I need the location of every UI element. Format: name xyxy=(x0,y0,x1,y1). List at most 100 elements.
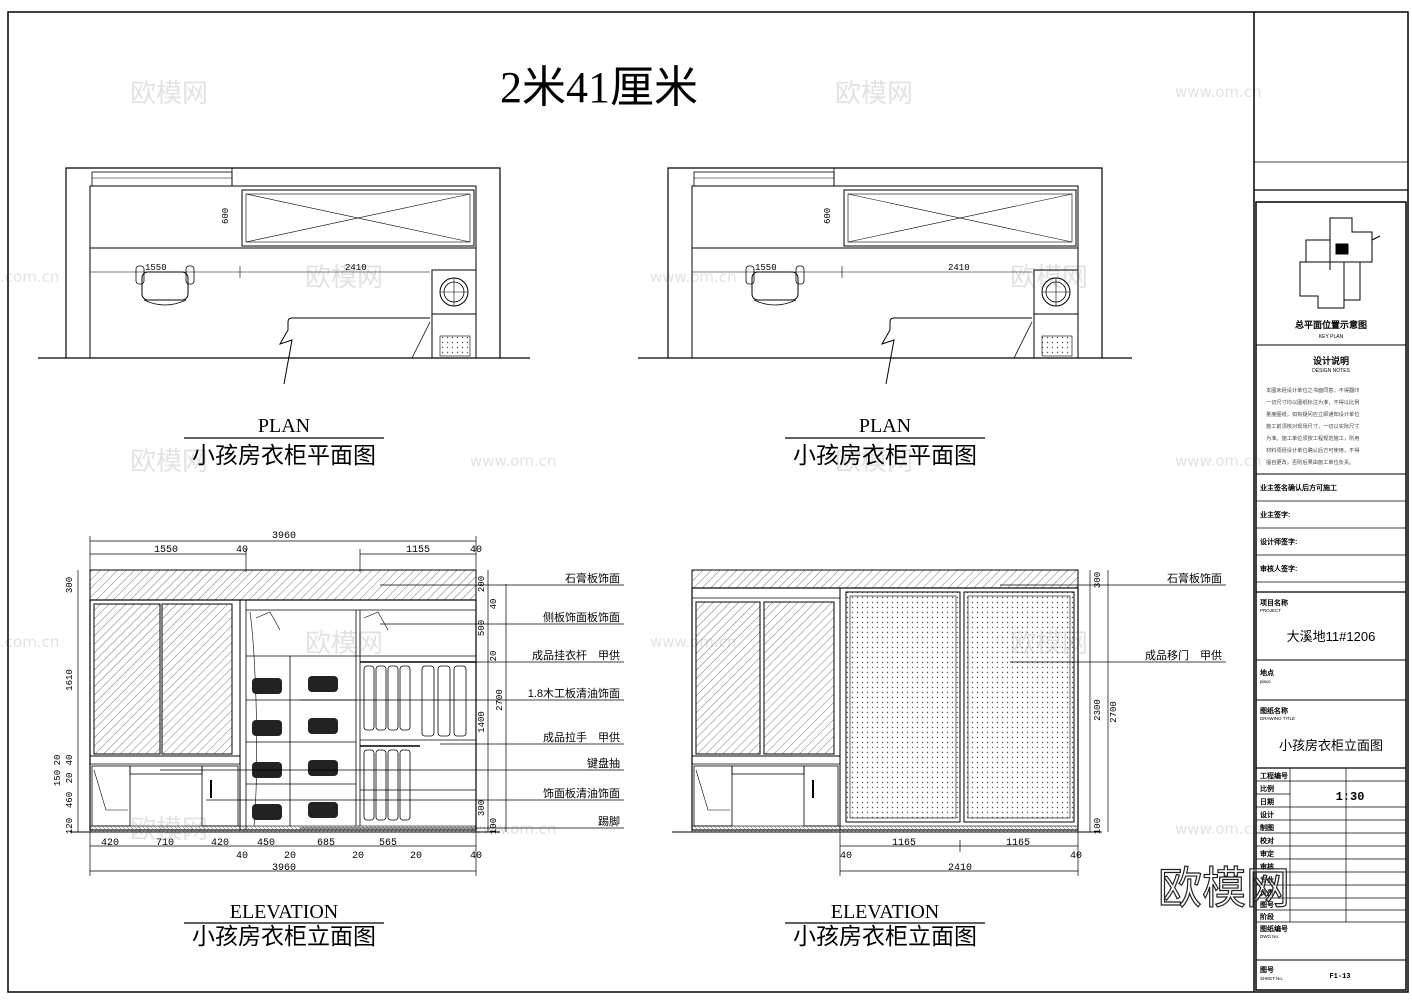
key-plan-icon xyxy=(1299,217,1381,309)
wardrobe-plan xyxy=(241,189,475,247)
washing-machine-icon xyxy=(431,269,477,359)
dim-top: 40 xyxy=(236,545,248,556)
plan-dim-depth: 600 xyxy=(823,208,833,224)
plan-dim-width: 2410 xyxy=(345,263,367,273)
dim-bottom: 710 xyxy=(156,838,174,849)
callout-label: 成品拉手 甲供 xyxy=(543,730,620,744)
plan-dim-depth: 600 xyxy=(221,208,231,224)
cross-line xyxy=(847,193,1073,243)
dim-gap: 20 xyxy=(352,851,364,862)
chair-icon xyxy=(135,265,195,306)
key-plan-caption: 总平面位置示意图 xyxy=(1295,319,1367,330)
dim-right-total: 2700 xyxy=(1109,701,1119,723)
notes-line: 本图未经设计单位之书面同意，不得翻印 xyxy=(1266,386,1359,394)
dim-total-top: 3960 xyxy=(272,531,296,542)
sign-row-label: 业主签字: xyxy=(1260,510,1290,519)
dim-bottom: 1165 xyxy=(892,838,916,849)
sheet-border xyxy=(7,11,1409,993)
plan-title-en: PLAN xyxy=(258,415,310,437)
grid-label: 图号 xyxy=(1260,900,1274,909)
door-panel xyxy=(93,603,161,755)
watermark-logo: 欧模网 xyxy=(130,79,208,109)
dim-inner: 100 xyxy=(489,818,499,834)
wardrobe-plan xyxy=(843,189,1077,247)
dim-bottom: 40 xyxy=(840,851,852,862)
dim-left: 150 xyxy=(53,770,63,786)
callout-label: 成品移门 甲供 xyxy=(1145,648,1222,662)
dim-total-bottom: 2410 xyxy=(948,863,972,874)
skirting xyxy=(89,825,477,833)
watermark-url: .com.cn xyxy=(0,268,59,286)
shelf xyxy=(91,171,233,187)
elevation-title-en: ELEVATION xyxy=(230,901,339,923)
dim-gap: 40 xyxy=(470,851,482,862)
dim-inner: 40 xyxy=(489,599,499,610)
keyboard-drawer xyxy=(731,765,805,775)
plan-view-right: 600 1550 2410 PLAN 小孩房衣柜平面图 xyxy=(638,167,1132,468)
scale-value: 1:30 xyxy=(1336,790,1365,804)
dim-right: 300 xyxy=(1093,572,1103,588)
elevation-title-en: ELEVATION xyxy=(831,901,940,923)
callout-label: 1.8木工板清油饰面 xyxy=(528,686,620,700)
sliding-door xyxy=(963,591,1075,823)
sign-row-label: 业主签名确认后方可施工 xyxy=(1260,483,1337,492)
callout-label: 侧板饰面板饰面 xyxy=(543,610,620,624)
sliding-door xyxy=(845,591,961,823)
plan-title-cn: 小孩房衣柜平面图 xyxy=(793,443,977,468)
dim-inner: 200 xyxy=(477,576,487,592)
sign-row-label: 审核人签字: xyxy=(1260,564,1297,573)
title-block: 总平面位置示意图 KEY PLAN 设计说明 DESIGN NOTES 本图未经… xyxy=(1254,161,1408,991)
dim-right: 2300 xyxy=(1093,699,1103,721)
dim-bottom: 420 xyxy=(101,838,119,849)
notes-line: 一切尺寸均以图纸标注为准，不得以比例 xyxy=(1266,398,1359,406)
watermark-logo: 欧模网 xyxy=(1010,263,1088,293)
dim-inner: 20 xyxy=(489,651,499,662)
watermark-logo: 欧模网 xyxy=(305,629,383,659)
project-label: 项目名称 xyxy=(1260,598,1288,607)
plan-dim-width: 2410 xyxy=(948,263,970,273)
stair-line xyxy=(1013,321,1033,359)
dim-bottom: 685 xyxy=(317,838,335,849)
drawing-no-label-en: DWG No. xyxy=(1260,934,1279,939)
plan-view-left: 600 1550 2410 PLAN 小孩房衣柜平面图 xyxy=(38,167,530,468)
dim-inner: 300 xyxy=(477,800,487,816)
stair-line xyxy=(411,321,431,359)
watermark-url: www.om.cn xyxy=(1175,820,1262,838)
dim-left: 20 xyxy=(65,773,75,784)
dim-left: 40 xyxy=(65,755,75,766)
watermark-logo: 欧模网 xyxy=(835,79,913,109)
watermark-url: www.om.cn xyxy=(1175,83,1262,101)
main-title: 2米41厘米 xyxy=(500,63,698,112)
door-panel xyxy=(763,601,835,755)
grid-label: 工程编号 xyxy=(1260,771,1288,780)
watermark-url: .com.cn xyxy=(0,633,59,651)
dim-bottom: 40 xyxy=(1070,851,1082,862)
callout-label: 键盘抽 xyxy=(587,756,620,770)
door-panel xyxy=(695,601,761,755)
sign-row-label: 设计师签字: xyxy=(1260,537,1297,546)
project-name: 大溪地11#1206 xyxy=(1287,629,1376,644)
skirting xyxy=(691,825,1079,833)
dim-bottom: 450 xyxy=(257,838,275,849)
notes-line: 材料须经设计单位确认后方可使用，不得 xyxy=(1266,446,1359,454)
dim-left: 1610 xyxy=(65,669,75,691)
watermark-logo: 欧模网 xyxy=(130,447,208,477)
plan-dim-desk: 1550 xyxy=(755,263,777,273)
cross-line xyxy=(245,193,471,243)
grid-label: 负责 xyxy=(1260,888,1274,897)
title-grid xyxy=(1256,768,1406,923)
grid-label: 制图 xyxy=(1260,823,1274,832)
sheet-label-en: SHEET No. xyxy=(1260,976,1283,981)
watermark-url: www.om.cn xyxy=(470,452,557,470)
brand-watermark-large: 欧模网 xyxy=(1158,864,1290,913)
notes-line: 量度图纸，如有疑问应立即通知设计单位 xyxy=(1266,410,1359,418)
plan-title-cn: 小孩房衣柜平面图 xyxy=(192,443,376,468)
watermark-url: www.om.cn xyxy=(650,268,737,286)
drawing-title: 小孩房衣柜立面图 xyxy=(1279,738,1383,753)
project-label-en: PROJECT xyxy=(1260,608,1281,613)
dim-bottom: 565 xyxy=(379,838,397,849)
grid-label: 专业 xyxy=(1260,875,1274,884)
grid-label: 比例 xyxy=(1260,784,1274,793)
notes-title-en: DESIGN NOTES xyxy=(1312,368,1350,374)
